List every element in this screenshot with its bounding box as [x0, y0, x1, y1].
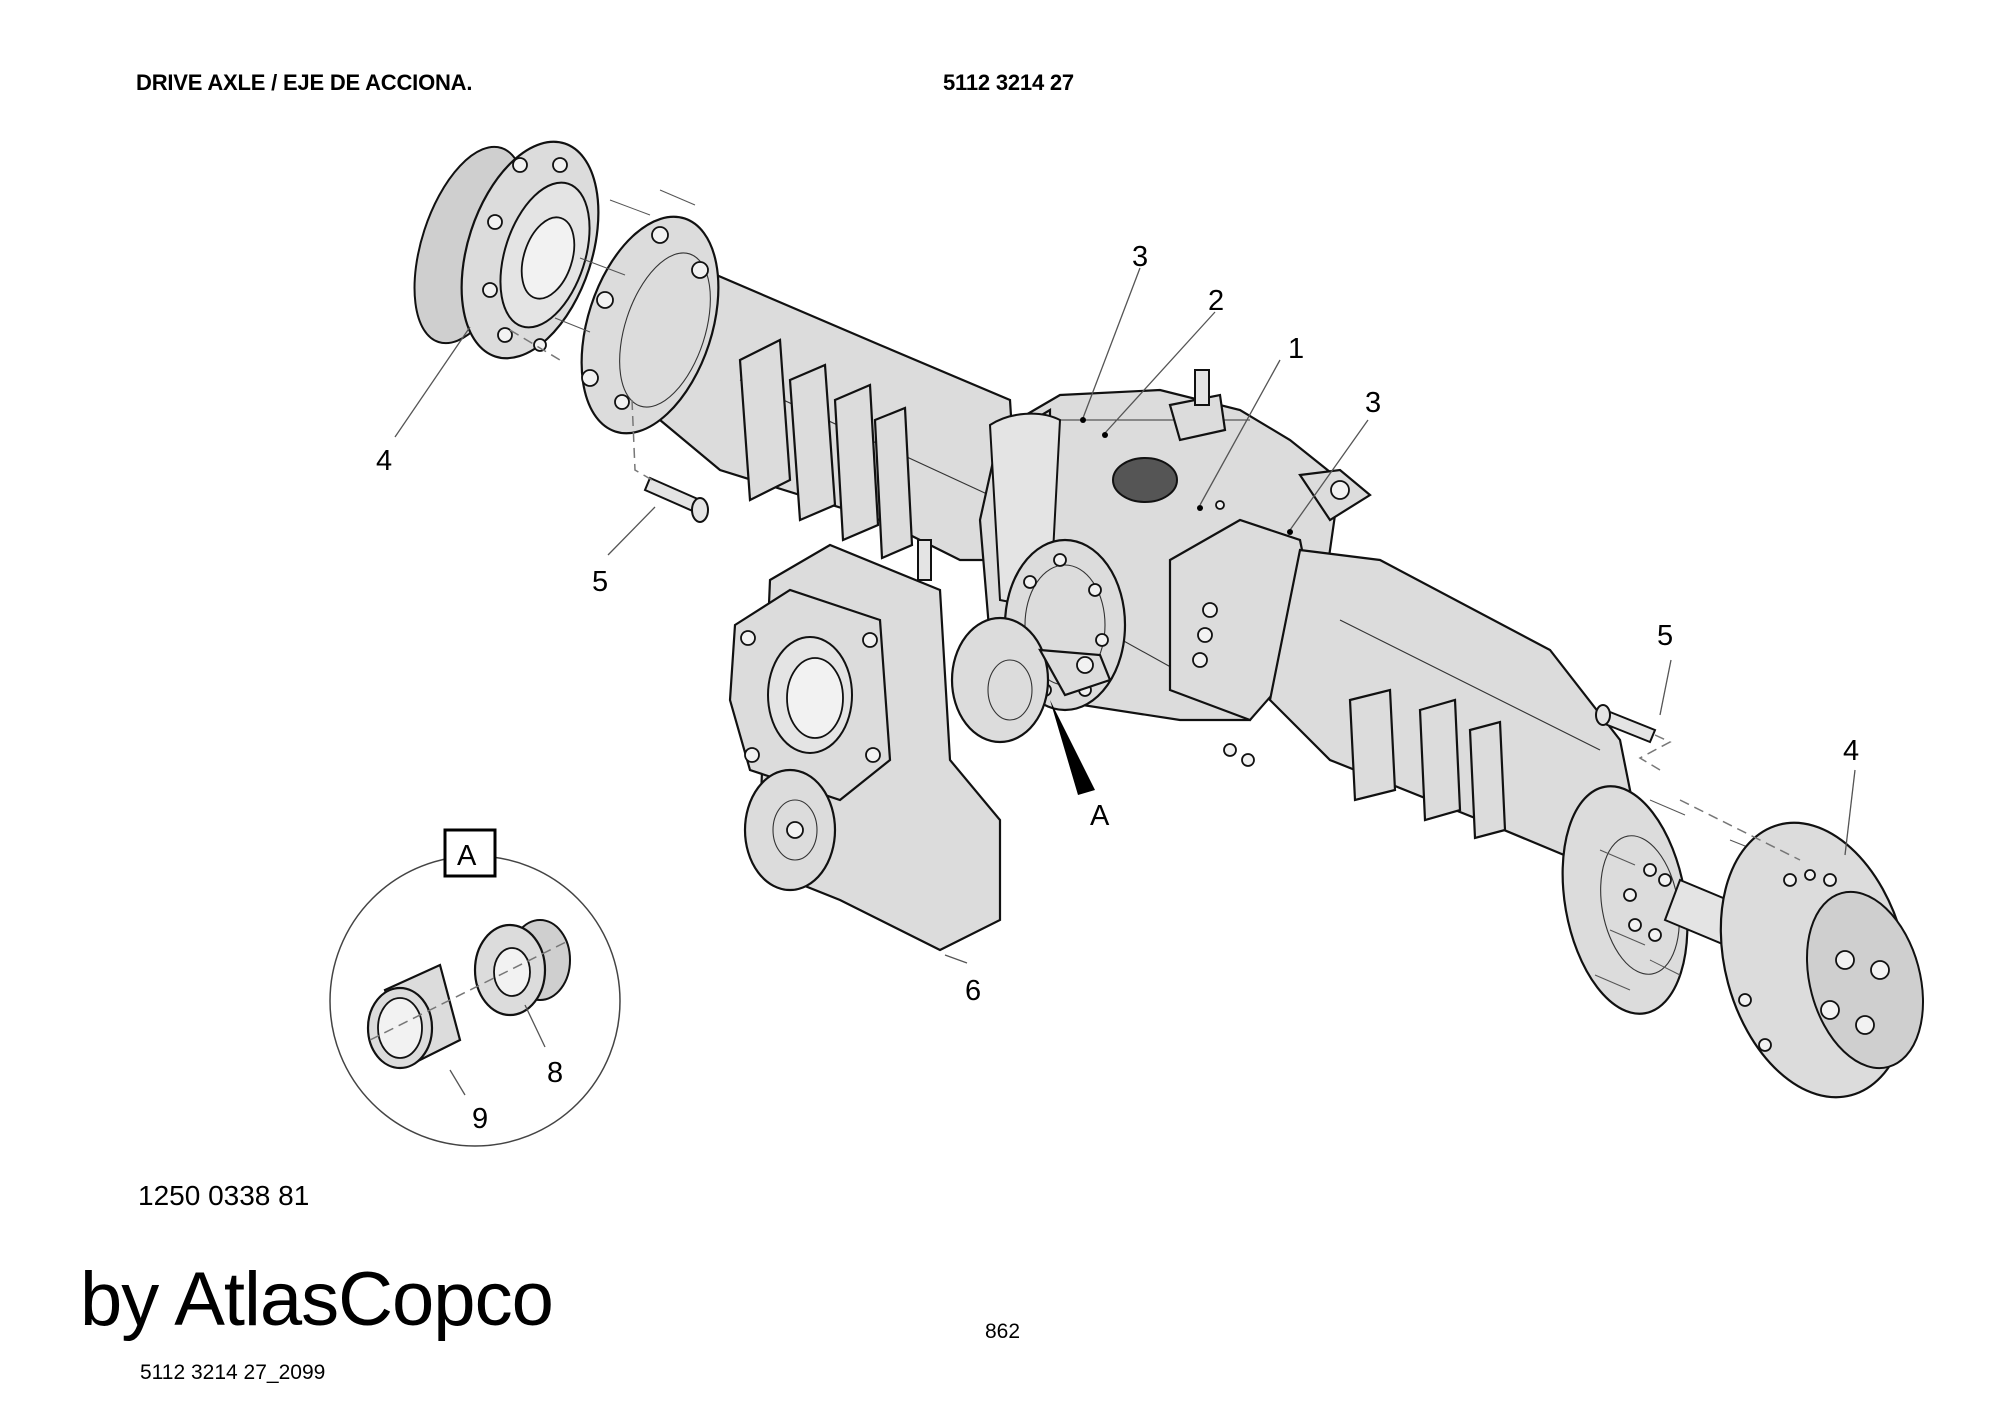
callout-3-left: 3: [1132, 241, 1148, 273]
left-wheel-hub: [413, 140, 600, 360]
detail-pointer-wedge: [1050, 700, 1095, 795]
left-assembly-line: [509, 329, 653, 481]
page-title: DRIVE AXLE / EJE DE ACCIONA.: [136, 70, 473, 95]
callout-3-right: 3: [1365, 387, 1381, 419]
left-hub-studs: [554, 189, 696, 333]
transfer-gearbox: [728, 539, 1112, 952]
callout-6: 6: [965, 975, 981, 1007]
right-wheel-stud: [1595, 704, 1657, 744]
callout-4-left: 4: [376, 445, 392, 477]
left-wheel-stud: [643, 476, 709, 523]
watermark: by AtlasCopco: [80, 1257, 554, 1342]
callout-9: 9: [472, 1103, 488, 1135]
leader-lines: [394, 267, 1856, 1096]
reference-number: 1250 0338 81: [138, 1180, 310, 1211]
callout-5-right: 5: [1657, 620, 1673, 652]
right-wheel-hub: [1719, 821, 1925, 1099]
detail-a-label: A: [457, 840, 477, 872]
splined-coupling: [366, 963, 462, 1070]
part-number: 5112 3214 27: [943, 70, 1074, 95]
detail-view-a: [329, 828, 621, 1147]
drawing-filename: 5112 3214 27_2099: [140, 1361, 326, 1384]
callout-8: 8: [547, 1057, 563, 1089]
coupling-sleeve: [473, 919, 571, 1017]
callout-detail-a: A: [1090, 800, 1110, 832]
right-wheel-hub-flange: [1561, 785, 1761, 1015]
left-axle-housing: [580, 215, 1022, 562]
page-number: 862: [985, 1320, 1021, 1343]
callout-1: 1: [1288, 333, 1304, 365]
detail-label-box: [443, 828, 497, 878]
callout-5-left: 5: [592, 566, 608, 598]
callout-2: 2: [1208, 285, 1224, 317]
callout-4-right: 4: [1843, 735, 1859, 767]
marker-dot-1: [1197, 505, 1203, 511]
right-assembly-line: [1638, 734, 1801, 861]
